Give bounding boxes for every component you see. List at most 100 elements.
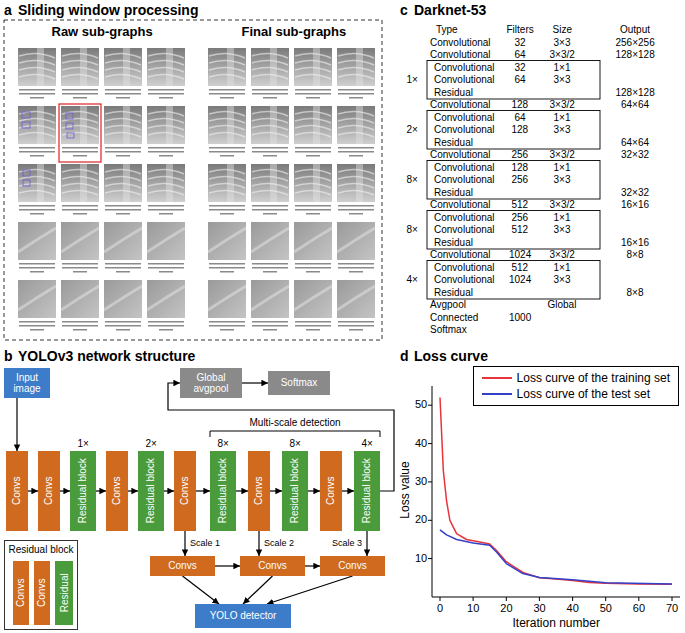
- residual-block: Residual block: [70, 451, 96, 531]
- connector: [342, 490, 354, 491]
- table-cell: Convolutional: [434, 274, 495, 287]
- xray-thumbnail: [337, 222, 375, 273]
- table-cell: 128: [512, 99, 529, 112]
- convs-block: Convs: [38, 451, 60, 531]
- table-cell: 16×16: [621, 237, 649, 250]
- connector: [243, 576, 273, 604]
- table-cell: Convolutional: [434, 262, 495, 275]
- xray-thumbnail: [18, 280, 56, 331]
- panel-letter: b: [4, 348, 13, 365]
- connector: [308, 490, 320, 491]
- node-label: Residual block: [77, 458, 89, 523]
- table-cell: Convolutional: [430, 99, 491, 112]
- panel-title: Sliding window processing: [18, 2, 198, 19]
- connector: [236, 490, 248, 491]
- table-cell: Filters: [507, 24, 534, 37]
- table-cell: Connected: [430, 312, 478, 325]
- table-cell: 3×3: [554, 174, 571, 187]
- table-cell: Residual: [434, 237, 473, 250]
- convs-block: Convs: [174, 451, 196, 531]
- highlight-box: [59, 104, 101, 162]
- table-cell: 512: [512, 262, 529, 275]
- table-cell: Size: [553, 24, 572, 37]
- table-cell: 3×3: [554, 124, 571, 137]
- table-cell: 3×3/2: [550, 249, 575, 262]
- convs-block: Convs: [106, 451, 128, 531]
- table-cell: 128×128: [616, 49, 655, 62]
- xray-thumbnail: [61, 106, 99, 157]
- node-label: Softmax: [281, 377, 318, 389]
- table-cell: Convolutional: [434, 112, 495, 125]
- connector: [183, 576, 220, 604]
- repeat-count: 8×: [407, 174, 418, 187]
- table-cell: 16×16: [621, 199, 649, 212]
- table-cell: 32: [515, 62, 526, 75]
- connector: [366, 531, 367, 556]
- connector: [184, 531, 185, 556]
- table-cell: Residual: [434, 137, 473, 150]
- table-cell: 256×256: [616, 37, 655, 50]
- table-cell: 3×3: [554, 37, 571, 50]
- table-cell: 1×1: [554, 112, 571, 125]
- xray-thumbnail: [147, 164, 185, 215]
- tick-label: 40: [415, 437, 427, 450]
- table-cell: 256: [512, 174, 529, 187]
- xray-thumbnail: [337, 164, 375, 215]
- table-cell: 64: [515, 49, 526, 62]
- table-cell: 32: [515, 37, 526, 50]
- convs-block: Convs: [34, 561, 50, 625]
- tick-label: 10: [415, 552, 427, 565]
- tick-label: 20: [415, 513, 427, 526]
- tick-label: 50: [415, 398, 427, 411]
- table-cell: Residual: [434, 287, 473, 300]
- node-label: Convs: [253, 477, 265, 505]
- legend-text: Loss curve of the test set: [517, 387, 650, 402]
- node-label: YOLO detector: [210, 610, 277, 622]
- xray-thumbnail: [294, 106, 332, 157]
- table-cell: 3×3: [554, 224, 571, 237]
- panel-title: YOLOv3 network structure: [18, 348, 195, 365]
- table-cell: Avgpool: [430, 299, 466, 312]
- connector: [215, 565, 240, 566]
- node-label: Convs: [15, 579, 27, 607]
- chart-axes: [432, 386, 680, 597]
- xray-thumbnail: [337, 48, 375, 99]
- column-heading: Raw sub-graphs: [52, 24, 153, 40]
- legend-entry: Loss curve of the training set: [482, 370, 670, 386]
- xray-thumbnail: [208, 222, 246, 273]
- detector-box: YOLO detector: [195, 604, 291, 628]
- xray-thumbnail: [294, 222, 332, 273]
- tick-label: 0: [437, 602, 443, 615]
- xray-thumbnail: [294, 280, 332, 331]
- table-cell: Convolutional: [434, 124, 495, 137]
- tick-label: 20: [500, 602, 512, 615]
- table-cell: 512: [512, 224, 529, 237]
- table-cell: Convolutional: [430, 49, 491, 62]
- node-label: Global avgpool: [180, 372, 242, 395]
- xray-thumbnail: [147, 106, 185, 157]
- table-cell: Convolutional: [434, 62, 495, 75]
- xray-thumbnail: [294, 48, 332, 99]
- xray-thumbnail: [18, 106, 56, 157]
- node-label: Convs: [325, 477, 337, 505]
- table-cell: 512: [512, 199, 529, 212]
- convs-block: Convs: [320, 451, 342, 531]
- tick-label: 10: [467, 602, 479, 615]
- residual-block: Residual: [55, 561, 73, 625]
- tick-label: 50: [600, 602, 612, 615]
- tick-label: 60: [633, 602, 645, 615]
- table-cell: Residual: [434, 187, 473, 200]
- tick-label: 30: [415, 475, 427, 488]
- softmax-box: Softmax: [268, 371, 330, 395]
- table-cell: 3×3/2: [550, 49, 575, 62]
- node-label: Convs: [338, 560, 366, 572]
- connector: [242, 382, 268, 383]
- table-cell: 64: [515, 112, 526, 125]
- panel-title: Darknet-53: [414, 2, 486, 19]
- repeat-count: 4×: [362, 438, 373, 450]
- residual-block: Residual block: [210, 451, 236, 531]
- legend-entry: Loss curve of the test set: [482, 386, 670, 402]
- table-cell: Global: [548, 299, 577, 312]
- legend-box: Loss curve of the training setLoss curve…: [473, 366, 679, 406]
- axis-title: Iteration number: [513, 616, 600, 630]
